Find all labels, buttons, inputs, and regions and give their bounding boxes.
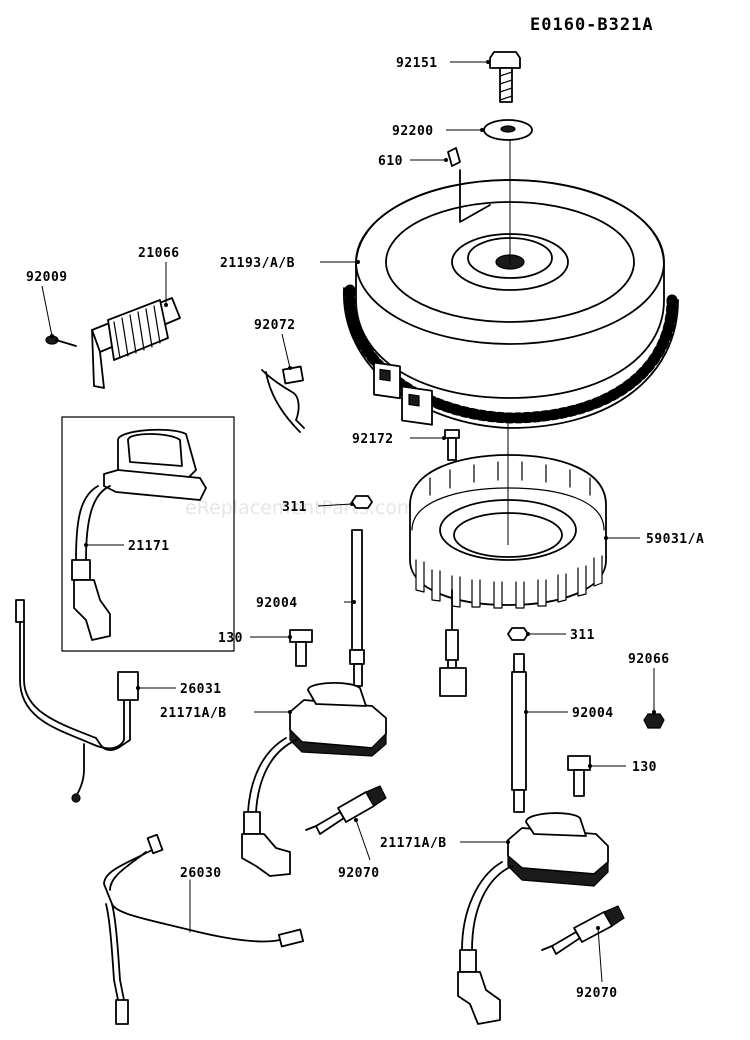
- label-92066: 92066: [628, 652, 670, 667]
- wire-harness-26030: [103, 833, 305, 1025]
- stud-92004-right: [511, 653, 527, 813]
- nut-311-left: [351, 495, 373, 509]
- stud-92004-left: [349, 529, 365, 687]
- wire-clip: [261, 365, 305, 433]
- label-59031: 59031/A: [646, 532, 704, 547]
- label-21193: 21193/A/B: [220, 256, 295, 271]
- spark-plug-right: [541, 905, 625, 955]
- label-92151: 92151: [396, 56, 438, 71]
- label-130-left: 130: [218, 631, 243, 646]
- stator-connector: [439, 589, 467, 697]
- regulator: [91, 297, 181, 389]
- label-21171ab-left: 21171A/B: [160, 706, 227, 721]
- leader-lines: [41, 60, 656, 983]
- label-311-right: 311: [570, 628, 595, 643]
- label-92172: 92172: [352, 432, 394, 447]
- ignition-coil-left: [241, 682, 387, 877]
- label-311-top: 311: [282, 500, 307, 515]
- label-92009: 92009: [26, 270, 68, 285]
- ignition-coil-21171: [71, 428, 207, 641]
- label-26030: 26030: [180, 866, 222, 881]
- screw-130-left: [289, 629, 313, 667]
- screw-92009: [45, 335, 77, 347]
- label-92004-left: 92004: [256, 596, 298, 611]
- label-21171ab-right: 21171A/B: [380, 836, 447, 851]
- label-21066: 21066: [138, 246, 180, 261]
- bolt-92172: [444, 429, 460, 461]
- flywheel: [343, 169, 679, 429]
- screw-130-right: [567, 755, 591, 797]
- label-92072: 92072: [254, 318, 296, 333]
- flywheel-washer: [483, 119, 533, 141]
- spark-plug-left: [305, 785, 387, 835]
- label-610: 610: [378, 154, 403, 169]
- flywheel-key: [447, 147, 461, 167]
- nut-311-right: [507, 627, 529, 641]
- ignition-coil-right: [457, 812, 609, 1025]
- nut-92066: [643, 713, 665, 729]
- label-92070-right: 92070: [576, 986, 618, 1001]
- label-92070-left: 92070: [338, 866, 380, 881]
- label-92200: 92200: [392, 124, 434, 139]
- label-26031: 26031: [180, 682, 222, 697]
- part-labels: 92151 92200 610 21193/A/B 21066 92009 92…: [26, 56, 704, 1001]
- label-130-right: 130: [632, 760, 657, 775]
- flywheel-bolt: [489, 51, 521, 103]
- coil-21171-box: [61, 416, 235, 652]
- label-92004-right: 92004: [572, 706, 614, 721]
- wire-harness-26031: [15, 599, 139, 803]
- label-21171: 21171: [128, 539, 170, 554]
- diagram-code: E0160-B321A: [530, 15, 654, 35]
